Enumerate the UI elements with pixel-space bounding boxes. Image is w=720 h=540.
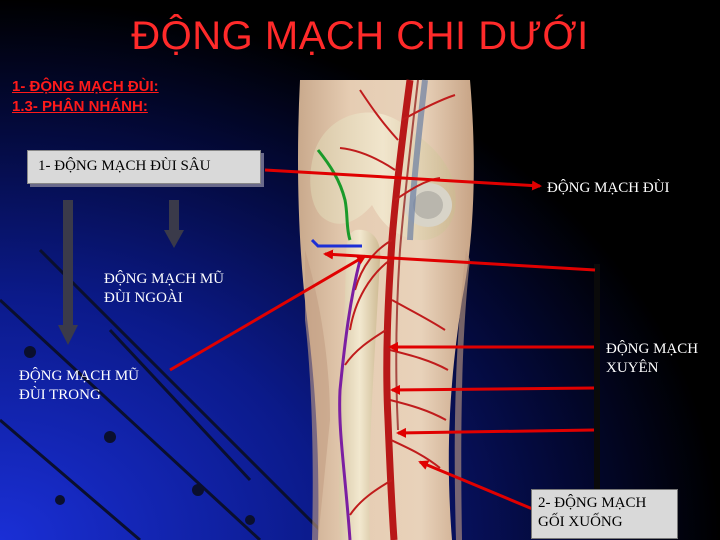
subheading-branches: 1.3- PHÂN NHÁNH: <box>12 98 148 115</box>
decorative-dots <box>24 346 255 525</box>
perforating-bracket-tail <box>594 440 600 490</box>
left-hierarchy-arrows <box>58 200 184 345</box>
slide-title: ĐỘNG MẠCH CHI DƯỚI <box>131 14 589 58</box>
descending-genicular-line1: 2- ĐỘNG MẠCH <box>538 495 647 511</box>
label-perforating-line1: ĐỘNG MẠCH <box>606 341 699 357</box>
label-lateral-circumflex-line1: ĐỘNG MẠCH MŨ <box>104 271 225 287</box>
descending-genicular-line2: GỐI XUỐNG <box>538 514 623 530</box>
subheading-femoral-artery: 1- ĐỘNG MẠCH ĐÙI: <box>12 78 159 95</box>
descending-genicular-box: 2- ĐỘNG MẠCH GỐI XUỐNG <box>531 489 678 539</box>
label-femoral-artery: ĐỘNG MẠCH ĐÙI <box>547 180 670 196</box>
thigh-illustration <box>298 79 474 540</box>
decorative-lines <box>0 248 332 540</box>
label-medial-circumflex-line2: ĐÙI TRONG <box>19 387 101 403</box>
deep-femoral-label: 1- ĐỘNG MẠCH ĐÙI SÂU <box>38 158 211 174</box>
label-arrows <box>169 168 596 512</box>
label-medial-circumflex-line1: ĐỘNG MẠCH MŨ <box>19 368 140 384</box>
deep-femoral-box: 1- ĐỘNG MẠCH ĐÙI SÂU <box>27 150 261 184</box>
perforating-bracket <box>594 264 600 444</box>
label-lateral-circumflex-line2: ĐÙI NGOÀI <box>104 290 183 306</box>
label-perforating-line2: XUYÊN <box>606 360 659 376</box>
